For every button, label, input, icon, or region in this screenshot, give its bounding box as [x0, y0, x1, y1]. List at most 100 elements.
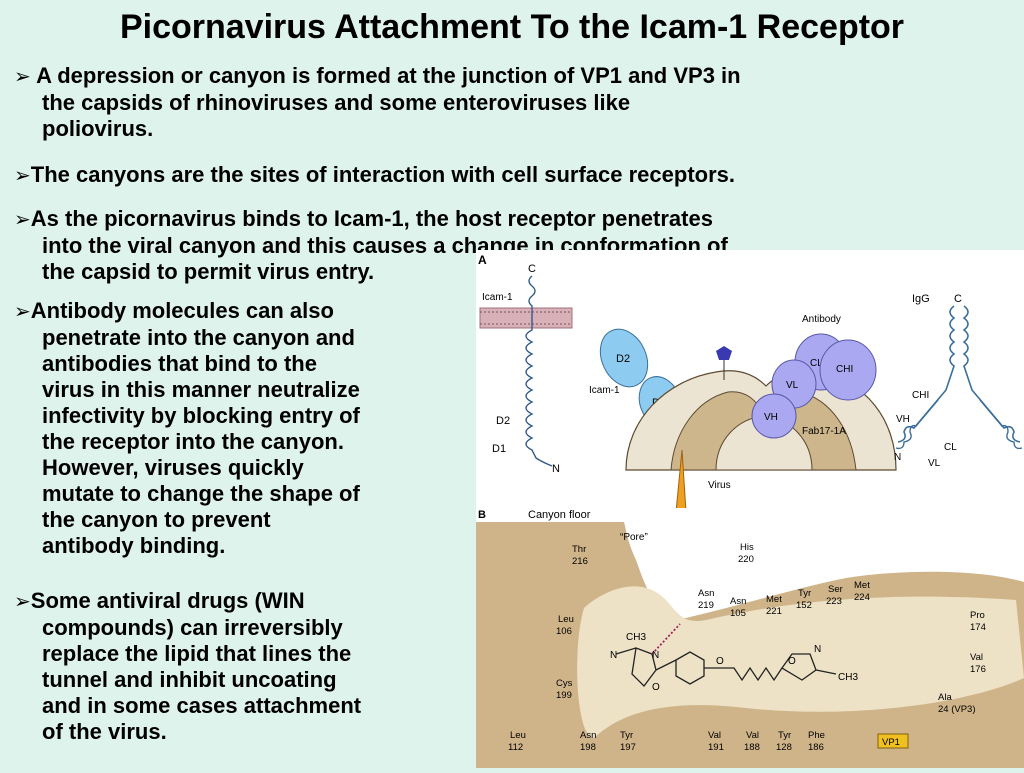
vp1-label: VP1 [882, 737, 900, 748]
residue-leu106-num: 106 [556, 626, 572, 637]
d1-label: D1 [492, 443, 506, 455]
pore-label: “Pore” [620, 532, 648, 543]
d2-domain [599, 328, 649, 388]
bullet-line: Antibody molecules can also [30, 298, 334, 323]
d2-domain-label: D2 [616, 353, 630, 365]
vh-domain [751, 393, 797, 439]
residue-ala24-num: 24 (VP3) [938, 704, 976, 715]
d2-label: D2 [496, 415, 510, 427]
bullet-line: Some antiviral drugs (WIN [30, 588, 305, 613]
igg-n-label: N [894, 452, 901, 463]
bullet-line: poliovirus. [42, 116, 154, 141]
residue-val176: Val [970, 652, 983, 663]
bullet-line: antibody binding. [42, 533, 226, 558]
figure-a-svg: A C Icam-1 D2 D1 N D2 D1 Icam-1 Virus An… [478, 253, 1023, 542]
igg-light-left [895, 399, 939, 450]
o-link-label: O [716, 656, 724, 667]
igg-light-right [979, 399, 1023, 450]
page-title: Picornavirus Attachment To the Icam-1 Re… [119, 8, 905, 46]
bullet-line: mutate to change the shape of [42, 481, 360, 506]
residue-ser223-num: 223 [826, 596, 842, 607]
residue-tyr197-num: 197 [620, 742, 636, 753]
igg-cl-label: CL [944, 442, 957, 453]
residue-cys199-num: 199 [556, 690, 572, 701]
figure-icam-antibody: A C Icam-1 D2 D1 N D2 D1 Icam-1 Virus An… [476, 250, 1024, 542]
alkyl-chain [704, 666, 783, 682]
n-isox-label: N [814, 644, 821, 655]
bullet-arrow-icon: ➢ [14, 591, 31, 613]
bond [655, 659, 677, 671]
igg-vl-label: VL [928, 458, 941, 469]
residue-met224: Met [854, 580, 870, 591]
chi-label: CHI [836, 364, 853, 375]
bullet-line: penetrate into the canyon and [42, 325, 355, 350]
residue-ala24: Ala [938, 692, 952, 703]
bullet-antiviral-drugs: ➢Some antiviral drugs (WIN compounds) ca… [14, 588, 361, 745]
vh-label: VH [764, 412, 778, 423]
igg-c-label: C [954, 293, 962, 305]
bullet-arrow-icon: ➢ [14, 301, 31, 323]
vl-label: VL [786, 380, 799, 391]
residue-pro174: Pro [970, 610, 985, 621]
bond [815, 669, 837, 675]
icam-c-label: C [528, 263, 536, 275]
bullet-line: A depression or canyon is formed at the … [36, 63, 741, 88]
residue-leu112: Leu [510, 730, 526, 741]
o-isox-label: O [788, 656, 796, 667]
fab-label: Fab17-1A [802, 426, 846, 437]
residue-tyr152-num: 152 [796, 600, 812, 611]
residue-asn198: Asn [580, 730, 596, 741]
figure-b-svg: B Canyon floor “Pore” His 220 Thr 216 As… [476, 509, 1024, 768]
residue-asn198-num: 198 [580, 742, 596, 753]
igg-label: IgG [912, 293, 930, 305]
bullet-line: antibodies that bind to the [42, 351, 317, 376]
win-compound-structure [615, 623, 837, 687]
icam-chain [525, 275, 553, 467]
residue-met221-num: 221 [766, 606, 782, 617]
residue-met224-num: 224 [854, 592, 870, 603]
cell-membrane [479, 307, 573, 329]
residue-phe186-num: 186 [808, 742, 824, 753]
bullet-line: infectivity by blocking entry of [42, 403, 360, 428]
bullet-arrow-icon: ➢ [14, 66, 31, 88]
canyon-pore-area [476, 522, 1024, 618]
isoxazole-ring [781, 653, 817, 681]
residue-met221: Met [766, 594, 782, 605]
bullet-line: compounds) can irreversibly [42, 615, 343, 640]
bullet-line: the capsids of rhinoviruses and some ent… [42, 90, 631, 115]
residue-val191: Val [708, 730, 721, 741]
bullet-line: However, viruses quickly [42, 455, 304, 480]
igg-vh-label: VH [896, 414, 910, 425]
residue-val176-num: 176 [970, 664, 986, 675]
ch3-right-label: CH3 [838, 672, 858, 683]
residue-tyr128-num: 128 [776, 742, 792, 753]
residue-phe186: Phe [808, 730, 825, 741]
residue-asn219: Asn [698, 588, 714, 599]
residue-val188: Val [746, 730, 759, 741]
residue-tyr152: Tyr [798, 588, 811, 599]
vp1-badge [877, 733, 909, 749]
antibody-label: Antibody [802, 314, 841, 325]
residue-val191-num: 191 [708, 742, 724, 753]
bullet-line: The canyons are the sites of interaction… [30, 162, 735, 187]
virus-label: Virus [708, 480, 731, 491]
bullet-line: As the picornavirus binds to Icam-1, the… [30, 206, 713, 231]
residue-thr: Thr [572, 544, 586, 555]
figure-canyon-floor: B Canyon floor “Pore” His 220 Thr 216 As… [476, 508, 1024, 768]
ch3-top-label: CH3 [626, 632, 646, 643]
bullet-canyon-formation: ➢ A depression or canyon is formed at th… [14, 63, 741, 142]
o-ring-label: O [652, 682, 660, 693]
bullet-line: tunnel and inhibit uncoating [42, 667, 337, 692]
residue-his: His [740, 542, 754, 553]
residue-asn105-num: 105 [730, 608, 746, 619]
n-ring-label: N [652, 650, 659, 661]
residue-val188-num: 188 [744, 742, 760, 753]
icam-label: Icam-1 [482, 292, 513, 303]
bullet-line: the canyon to prevent [42, 507, 271, 532]
n-label: N [552, 463, 560, 475]
n-left-label: N [610, 650, 617, 661]
bond [615, 647, 637, 655]
canyon-floor-label: Canyon floor [528, 509, 591, 521]
residue-labels: His 220 Thr 216 Asn 219 Asn 105 Met 221 … [508, 542, 986, 753]
residue-cys199: Cys [556, 678, 573, 689]
